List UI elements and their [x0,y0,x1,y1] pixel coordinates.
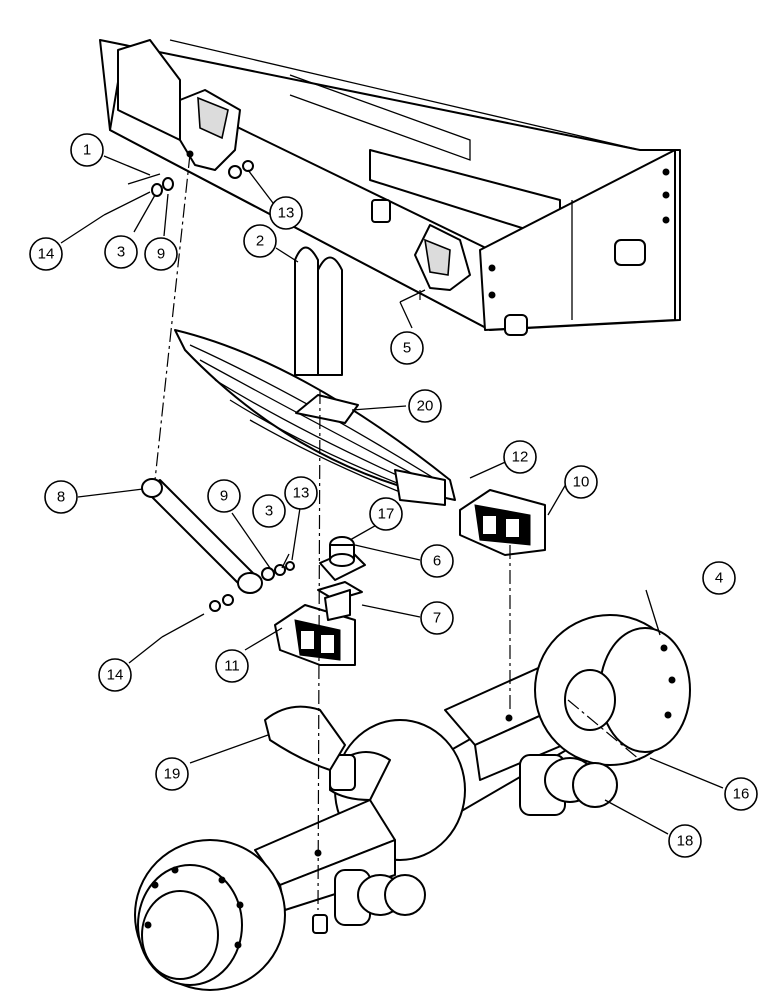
assembly-center-lines [154,153,641,911]
callout-label: 13 [293,485,310,502]
callout-label: 18 [677,833,694,850]
callout-label: 5 [403,340,411,357]
callout-label: 20 [417,398,434,415]
u-bolts [294,246,343,376]
callout-12: 12 [503,440,537,474]
callout-14-bottom: 14 [98,658,132,692]
left-brake-chamber [334,869,426,926]
callout-label: 1 [83,142,91,159]
callout-label: 7 [433,610,441,627]
callout-20: 20 [408,389,442,423]
callout-9-top: 9 [144,237,178,271]
callout-13-bottom: 13 [284,476,318,510]
callout-label: 13 [278,205,295,222]
callout-label: 9 [220,488,228,505]
axle-cover [264,705,346,771]
callout-label: 6 [433,553,441,570]
right-brake-drum [534,614,691,766]
callout-17: 17 [369,497,403,531]
spring-seat-plate [295,394,359,424]
callout-label: 11 [224,658,240,675]
torque-arm-hardware [161,561,295,638]
callout-label: 12 [512,449,529,466]
callout-label: 9 [157,246,165,263]
bump-stop [329,536,355,567]
callout-19: 19 [155,757,189,791]
callout-7: 7 [420,601,454,635]
callout-3-top: 3 [104,235,138,269]
callout-2: 2 [243,224,277,258]
callout-6: 6 [420,544,454,578]
callout-label: 17 [378,506,395,523]
callout-label: 14 [38,246,55,263]
right-brake-chamber [519,754,618,816]
callout-leaders [60,155,724,835]
callout-label: 16 [733,786,750,803]
callout-10: 10 [564,465,598,499]
callout-label: 10 [573,474,590,491]
callout-label: 2 [256,233,264,250]
axle-nut [312,914,328,934]
shackle-washers [151,160,254,197]
rear-spring-hanger [371,199,471,291]
rear-bracket [459,489,546,556]
callout-14-top: 14 [29,237,63,271]
callout-5: 5 [390,331,424,365]
callout-16: 16 [724,777,758,811]
callout-label: 3 [117,244,125,261]
shackle-bolt [103,173,161,216]
torque-arm [141,478,263,594]
callout-3-bottom: 3 [252,494,286,528]
callout-9-bottom: 9 [207,479,241,513]
callout-4: 4 [702,561,736,595]
left-brake-drum [134,839,286,991]
callout-label: 3 [265,503,273,520]
callout-label: 19 [164,766,181,783]
callout-label: 14 [107,667,124,684]
callout-18: 18 [668,824,702,858]
callout-label: 8 [57,489,65,506]
callout-8: 8 [44,480,78,514]
callout-label: 4 [715,570,723,587]
axle-seat-bracket [274,604,356,666]
callout-13-top: 13 [269,196,303,230]
callout-1: 1 [70,133,104,167]
shock-mount-bracket [317,581,363,621]
callout-11: 11 [215,649,249,683]
front-spring-hanger [117,39,241,171]
